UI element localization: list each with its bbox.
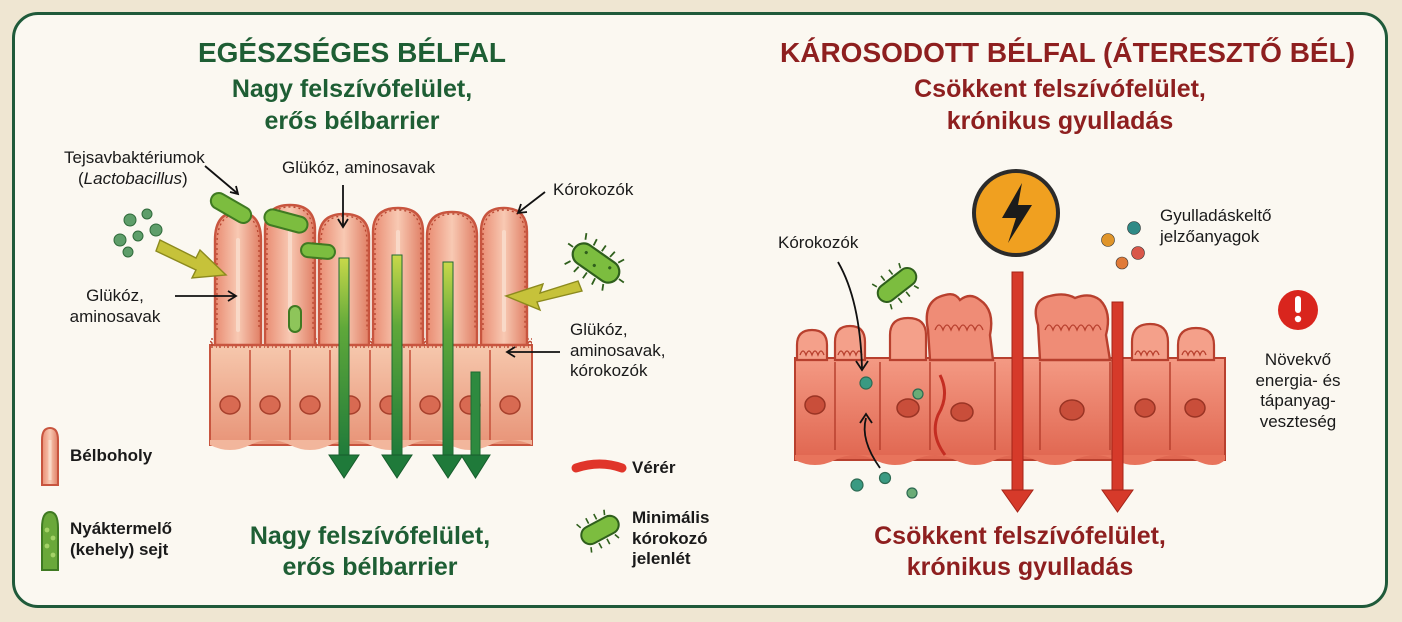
label-loss-line4: veszteség <box>1260 412 1337 431</box>
label-right-line3: kórokozók <box>570 361 647 380</box>
damaged-subtitle-line1: Csökkent felszívófelület, <box>780 75 1340 103</box>
pathogen-damaged <box>869 258 925 312</box>
label-pathogens-healthy: Kórokozók <box>553 180 633 201</box>
damaged-bottom-line1: Csökkent felszívófelület, <box>830 522 1210 550</box>
legend-goblet-icon <box>42 512 58 570</box>
legend-minimal-line1: Minimális <box>632 508 709 527</box>
nutrient-dots <box>114 209 162 257</box>
label-nutrients-left-line2: aminosavak <box>70 307 161 326</box>
label-right-mixed: Glükóz, aminosavak, kórokozók <box>570 320 665 382</box>
legend-villus-label: Bélboholy <box>70 446 152 467</box>
damaged-subtitle-line2: krónikus gyulladás <box>780 107 1340 135</box>
healthy-tissue <box>210 205 532 450</box>
lightning-bolt-icon <box>974 171 1058 255</box>
legend-goblet-line1: Nyáktermelő <box>70 519 172 538</box>
legend-minimal-label: Minimális kórokozó jelenlét <box>632 508 709 570</box>
legend-blood-vessel-icon <box>576 464 622 468</box>
damaged-tissue <box>795 294 1225 465</box>
label-pathogens-damaged: Kórokozók <box>778 233 858 254</box>
legend-villus-icon <box>42 428 58 485</box>
healthy-bottom-line2: erős bélbarrier <box>225 553 515 581</box>
label-energy-loss: Növekvő energia- és tápanyag- veszteség <box>1238 350 1358 433</box>
legend-pathogen-icon <box>574 506 625 555</box>
label-loss-line1: Növekvő <box>1265 350 1331 369</box>
label-signals-line1: Gyulladáskeltő <box>1160 206 1272 225</box>
label-lactobacillus: Tejsavbaktériumok (Lactobacillus) <box>64 148 205 189</box>
exclamation-icon <box>1278 290 1318 330</box>
label-right-line1: Glükóz, <box>570 320 628 339</box>
label-nutrients-left: Glükóz, aminosavak <box>55 286 175 327</box>
healthy-title: EGÉSZSÉGES BÉLFAL <box>170 37 534 68</box>
label-signals-line2: jelzőanyagok <box>1160 227 1259 246</box>
damaged-title: KÁROSODOTT BÉLFAL (ÁTERESZTŐ BÉL) <box>780 37 1340 68</box>
label-loss-line3: tápanyag- <box>1260 391 1336 410</box>
legend-blood-label: Vérér <box>632 458 675 479</box>
healthy-subtitle-line1: Nagy felszívófelület, <box>170 75 534 103</box>
label-nutrients-left-line1: Glükóz, <box>86 286 144 305</box>
legend-goblet-label: Nyáktermelő (kehely) sejt <box>70 519 172 560</box>
label-lactobacillus-line2: (Lactobacillus) <box>78 169 188 188</box>
legend-minimal-line2: kórokozó <box>632 529 708 548</box>
label-loss-line2: energia- és <box>1255 371 1340 390</box>
legend-goblet-line2: (kehely) sejt <box>70 540 168 559</box>
healthy-subtitle-line2: erős bélbarrier <box>170 107 534 135</box>
label-lactobacillus-line1: Tejsavbaktériumok <box>64 148 205 167</box>
healthy-bottom-line1: Nagy felszívófelület, <box>225 522 515 550</box>
label-nutrients-top: Glükóz, aminosavak <box>282 158 435 179</box>
inflammatory-signals <box>1102 222 1145 270</box>
label-signals: Gyulladáskeltő jelzőanyagok <box>1160 206 1272 247</box>
legend-minimal-line3: jelenlét <box>632 549 691 568</box>
damaged-bottom-line2: krónikus gyulladás <box>830 553 1210 581</box>
label-right-line2: aminosavak, <box>570 341 665 360</box>
